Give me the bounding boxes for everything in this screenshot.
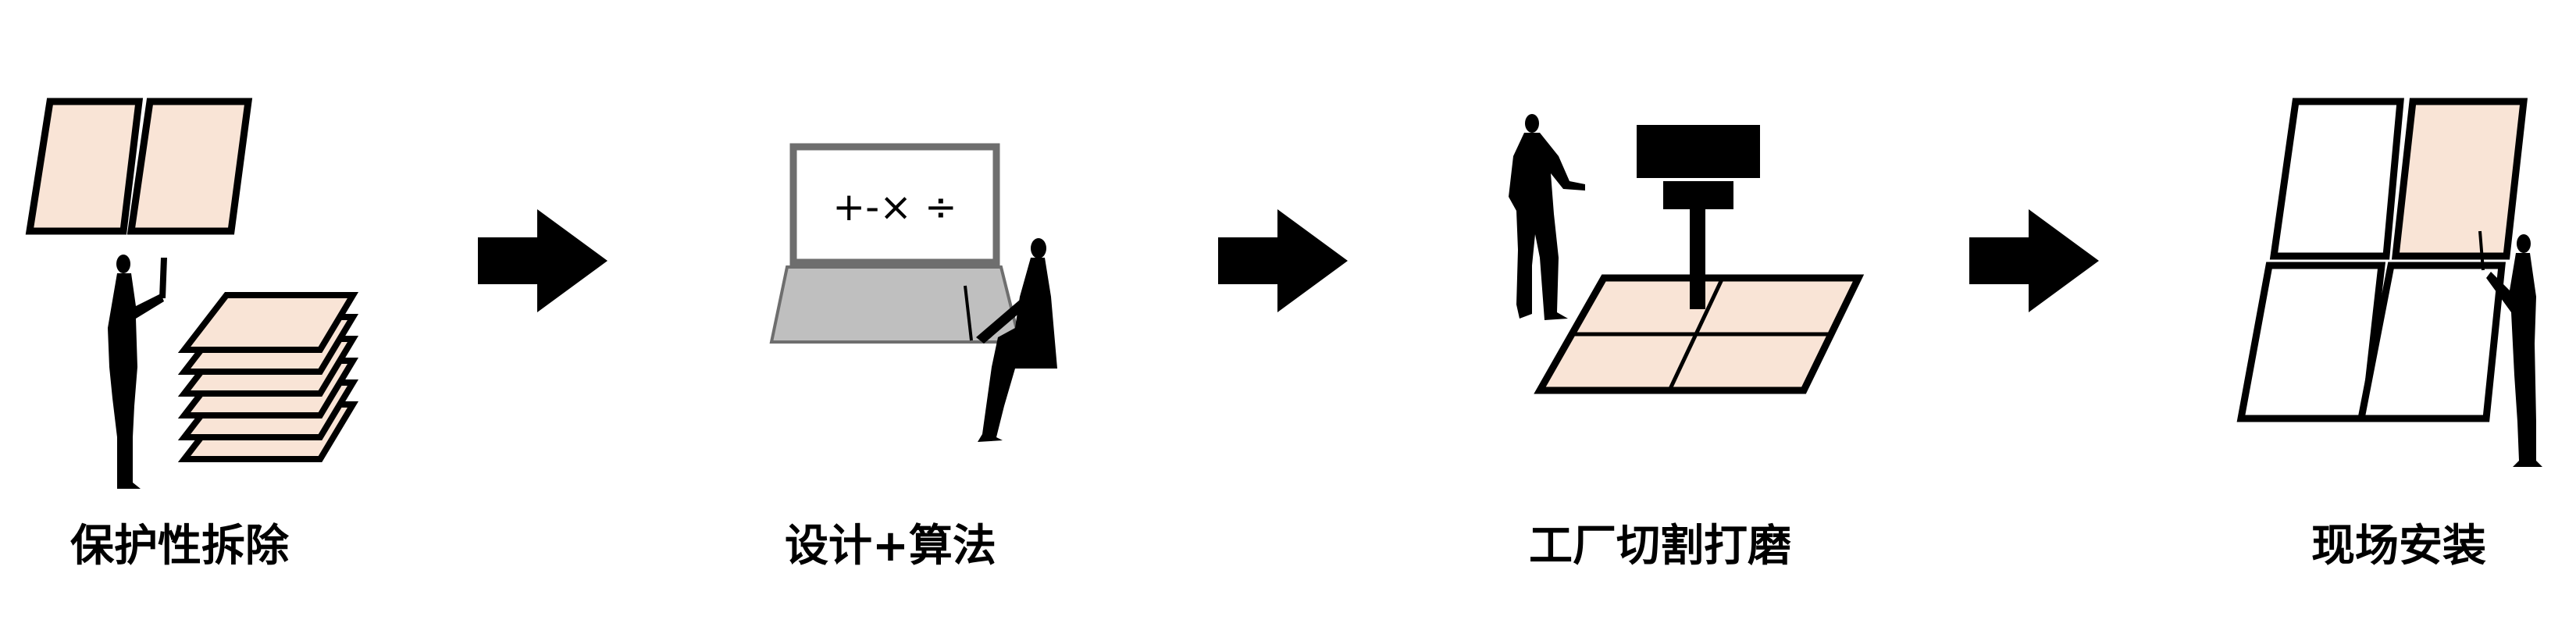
arrow-right-icon: [1218, 209, 1348, 312]
step-3-illustration: [1509, 114, 1865, 394]
step-1-illustration: [25, 98, 359, 489]
stacked-panels-icon: [177, 292, 359, 462]
person-icon: [964, 238, 1057, 442]
person-icon: [108, 255, 167, 489]
person-icon: [1509, 114, 1585, 320]
window-grid-icon: [2236, 98, 2528, 422]
window-panel-icon: [126, 98, 253, 235]
window-panel-icon: [25, 98, 144, 235]
step-1-label: 保护性拆除: [70, 521, 289, 572]
step-2-label: 设计+算法: [785, 521, 996, 572]
step-2-illustration: +-× ÷: [769, 143, 1057, 442]
step-4-label: 现场安装: [2311, 521, 2486, 572]
step-3-label: 工厂切割打磨: [1529, 521, 1791, 572]
arrow-right-icon: [478, 209, 607, 312]
cutting-machine-icon: [1637, 125, 1760, 309]
step-4-illustration: [2236, 98, 2542, 467]
arrow-right-icon: [1969, 209, 2099, 312]
person-icon: [2478, 230, 2542, 467]
screen-formula: +-× ÷: [832, 184, 957, 230]
laptop-icon: [769, 143, 1022, 344]
cutting-table: [1534, 274, 1865, 394]
